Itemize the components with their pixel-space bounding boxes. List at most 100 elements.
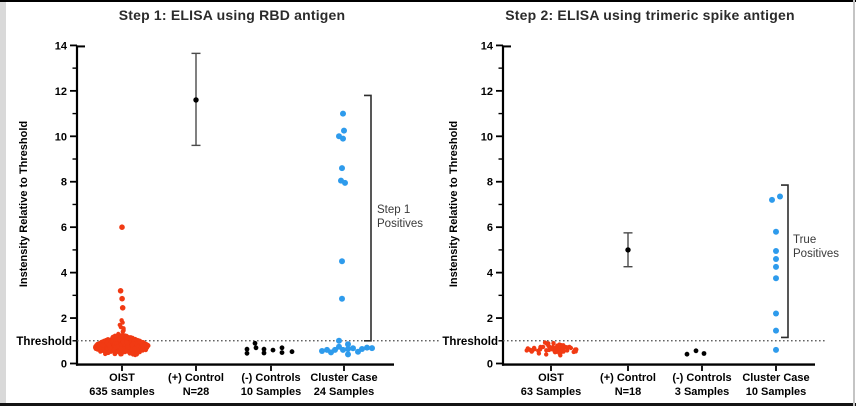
positives-bracket (364, 94, 372, 342)
data-point (339, 165, 345, 172)
swarm-point (119, 334, 124, 339)
swarm-point (94, 345, 99, 351)
step2-bracket-label-line2: Positives (793, 248, 839, 260)
data-point (279, 350, 285, 355)
data-point (336, 343, 342, 350)
mean-point (625, 247, 631, 253)
y-tick-label: 8 (61, 177, 67, 189)
step1-title: Step 1: ELISA using RBD antigen (119, 7, 346, 23)
data-point (769, 196, 775, 203)
swarm-point (118, 346, 124, 351)
swarm-point (529, 349, 534, 354)
data-point (289, 349, 295, 355)
category-label-line2: N=18 (615, 386, 642, 398)
y-tick-label: 10 (55, 131, 67, 143)
outlier-point (119, 305, 126, 311)
swarm-point (134, 352, 139, 357)
y-tick-label: 2 (61, 313, 67, 325)
swarm-point (98, 349, 103, 354)
data-point (355, 348, 361, 355)
outlier-point (117, 288, 124, 294)
step2-threshold-label: Threshold (442, 336, 498, 348)
step1-bracket-label-line2: Positives (377, 218, 423, 230)
category-label-line2: 3 Samples (675, 386, 729, 398)
category-label-line1: Cluster Case (310, 372, 377, 384)
data-point (339, 295, 345, 302)
y-tick-label: 12 (55, 86, 67, 98)
data-point (244, 350, 250, 356)
data-point (261, 350, 267, 356)
data-point (773, 248, 779, 254)
y-tick-label: 4 (487, 268, 494, 280)
category-label-line2: 10 Samples (241, 386, 302, 398)
data-point (319, 348, 325, 354)
step2-bracket-label-line1: True (793, 234, 816, 246)
data-point (336, 337, 342, 344)
category-label-line1: (+) Control (168, 372, 224, 384)
data-point (773, 263, 779, 270)
y-tick-label: 14 (481, 40, 494, 52)
swarm-point (544, 352, 549, 357)
swarm-point (115, 344, 120, 349)
y-tick-label: 8 (487, 177, 493, 189)
positives-bracket (781, 184, 789, 339)
swarm-point (132, 346, 137, 351)
outlier-point (119, 295, 125, 302)
data-point (253, 345, 259, 351)
swarm-point (124, 340, 129, 345)
data-point (350, 345, 356, 352)
data-point (364, 344, 370, 351)
y-tick-label: 6 (61, 222, 67, 234)
swarm-point (551, 341, 556, 346)
category-label-line1: Cluster Case (742, 372, 809, 384)
data-point (342, 179, 348, 186)
y-tick-label: 2 (487, 313, 493, 325)
figure-bottom-border (0, 403, 856, 406)
swarm-point (140, 343, 146, 348)
outlier-point (119, 224, 125, 230)
data-point (261, 346, 267, 352)
data-point (369, 345, 375, 352)
data-point (773, 346, 779, 353)
figure-left-edge-strip (0, 0, 6, 406)
category-label-line2: 24 Samples (314, 386, 375, 398)
swarm-tail-point (119, 318, 124, 323)
data-point (345, 346, 351, 352)
category-label-line1: OIST (538, 372, 564, 384)
data-point (773, 256, 779, 262)
data-point (777, 193, 783, 200)
category-label-line1: OIST (109, 372, 135, 384)
swarm-point (558, 350, 564, 355)
y-tick-label: 4 (61, 268, 68, 280)
y-tick-label: 0 (61, 359, 67, 371)
data-point (693, 348, 699, 354)
y-tick-label: 12 (481, 86, 493, 98)
y-tick-label: 6 (487, 222, 493, 234)
data-point (279, 345, 285, 351)
data-point (341, 127, 347, 134)
swarm-point (524, 348, 529, 353)
category-label-line2: 63 Samples (521, 386, 582, 398)
data-point (340, 135, 346, 142)
swarm-point (97, 342, 102, 348)
y-tick-label: 10 (481, 131, 493, 143)
data-point (244, 346, 250, 352)
swarm-point (125, 349, 131, 354)
swarm-point (568, 345, 574, 351)
swarm-point (129, 342, 135, 347)
swarm-point (544, 341, 550, 346)
y-tick-label: 0 (487, 359, 493, 371)
category-label-line2: 10 Samples (746, 386, 807, 398)
swarm-point (106, 342, 112, 348)
data-point (345, 341, 351, 348)
mean-point (193, 97, 199, 103)
category-label-line1: (-) Controls (672, 372, 731, 384)
swarm-point (105, 337, 111, 342)
data-point (773, 327, 779, 334)
data-point (701, 351, 707, 356)
swarm-point (120, 339, 126, 345)
